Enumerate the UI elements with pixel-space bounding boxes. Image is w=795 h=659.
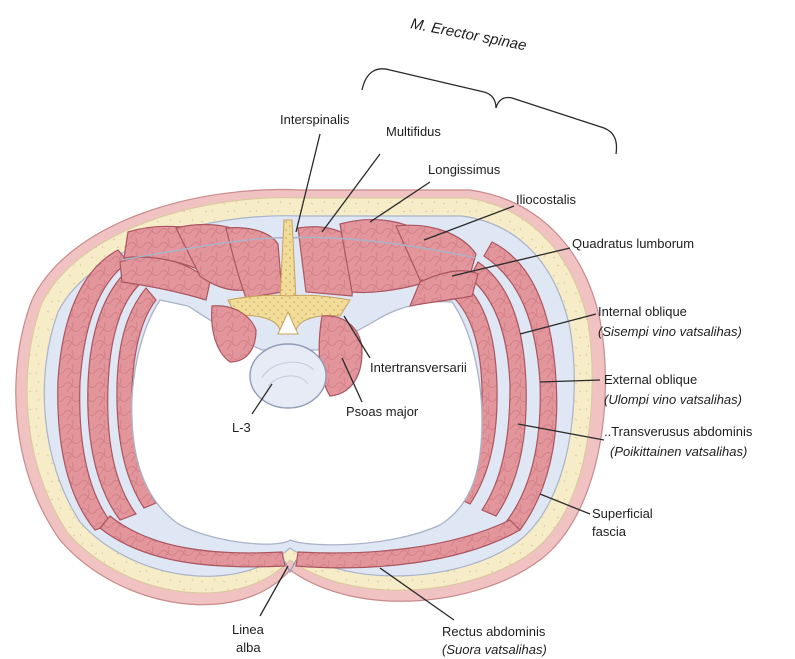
erector-spinae-title: M. Erector spinae [409, 15, 528, 54]
label-multifidus: Multifidus [386, 124, 441, 139]
label-interspinalis: Interspinalis [280, 112, 350, 127]
label-quadratus-lumborum: Quadratus lumborum [572, 236, 694, 251]
label-l3: L-3 [232, 420, 251, 435]
label-psoas-major: Psoas major [346, 404, 419, 419]
label-external-oblique: External oblique [604, 372, 697, 387]
label-external-oblique-fi: (Ulompi vino vatsalihas) [604, 392, 742, 407]
label-transversus-abdominis-fi: (Poikittainen vatsalihas) [610, 444, 747, 459]
label-intertransversarii: Intertransversarii [370, 360, 467, 375]
label-rectus-abdominis: Rectus abdominis [442, 624, 546, 639]
label-internal-oblique: Internal oblique [598, 304, 687, 319]
erector-spinae-bracket [362, 69, 617, 154]
label-transversus-abdominis: ..Transverusus abdominis [604, 424, 753, 439]
label-rectus-abdominis-fi: (Suora vatsalihas) [442, 642, 547, 657]
label-longissimus: Longissimus [428, 162, 501, 177]
label-linea-alba-1: Linea [232, 622, 265, 637]
label-linea-alba-2: alba [236, 640, 261, 655]
label-iliocostalis: Iliocostalis [516, 192, 576, 207]
label-superficial-fascia-1: Superficial [592, 506, 653, 521]
label-internal-oblique-fi: (Sisempi vino vatsalihas) [598, 324, 742, 339]
label-superficial-fascia-2: fascia [592, 524, 627, 539]
